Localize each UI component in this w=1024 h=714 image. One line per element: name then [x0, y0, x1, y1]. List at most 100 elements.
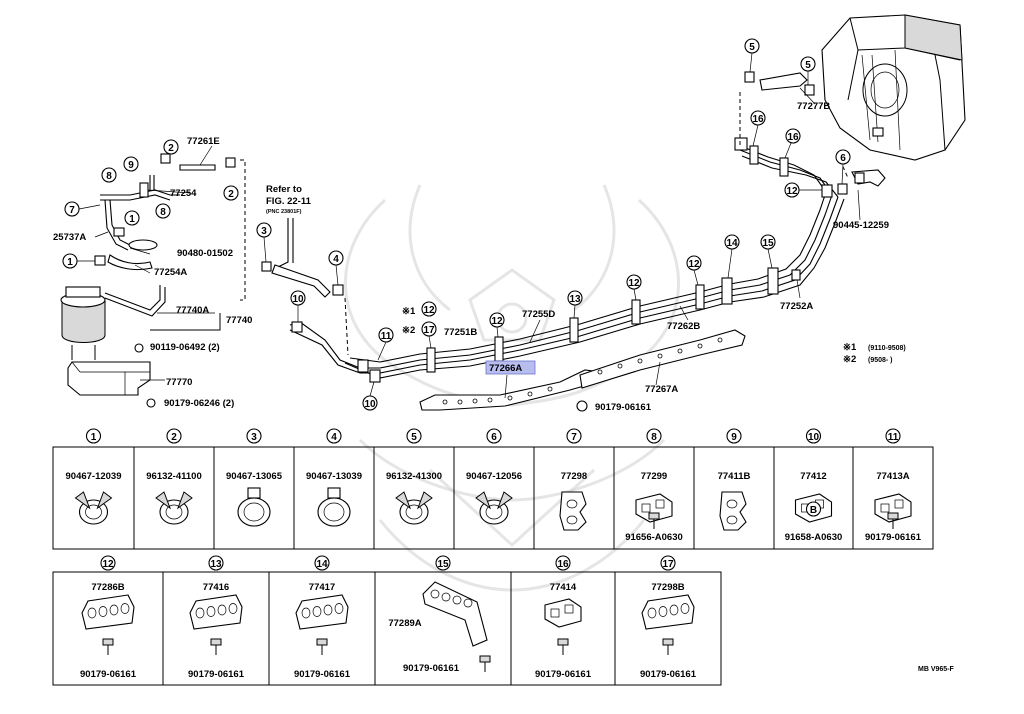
highlight-77266a	[485, 360, 536, 375]
label-90119-06492: 90119-06492 (2)	[150, 342, 220, 353]
protector-77267a	[579, 329, 746, 389]
table-cell-2: 2 96132-41100	[133, 428, 202, 549]
clamp-1-lower	[94, 255, 106, 266]
label-90179-06161-main: 90179-06161	[595, 402, 652, 413]
callout-1-left: 1	[62, 253, 78, 269]
charcoal-canister	[60, 286, 106, 360]
cell-part-1: 90467-12039	[66, 471, 122, 482]
label-77277b: 77277B	[797, 101, 830, 112]
cell-part-5: 96132-41300	[386, 471, 442, 482]
callout-cell-2: 2	[166, 428, 182, 444]
svg-text:17: 17	[423, 325, 435, 336]
cell-sub-17: 90179-06161	[640, 669, 697, 680]
clamp-4	[332, 284, 344, 296]
label-77252a: 77252A	[780, 301, 813, 312]
svg-text:5: 5	[805, 60, 811, 71]
svg-text:10: 10	[364, 399, 376, 410]
svg-text:4: 4	[331, 432, 337, 443]
cell-part-13: 77416	[203, 582, 229, 593]
callout-9: 9	[123, 156, 139, 172]
callout-cell-3: 3	[246, 428, 262, 444]
svg-text:16: 16	[752, 114, 764, 125]
cell-part-7: 77298	[561, 471, 587, 482]
svg-text:4: 4	[333, 254, 339, 265]
cell-part-4: 90467-13039	[306, 471, 362, 482]
svg-text:16: 16	[557, 559, 569, 570]
svg-text:8: 8	[106, 171, 112, 182]
callout-cell-5: 5	[406, 428, 422, 444]
svg-text:1: 1	[129, 214, 135, 225]
svg-text:8: 8	[160, 207, 166, 218]
clamp-2-upper	[160, 153, 171, 164]
bolt-90179-06246	[146, 398, 156, 408]
svg-text:14: 14	[726, 238, 738, 249]
table-cell-5: 5 96132-41300	[373, 428, 442, 549]
cell-part-14: 77417	[309, 582, 335, 593]
note-2-mark: ※2	[843, 354, 856, 365]
svg-text:10: 10	[808, 432, 820, 443]
callout-8-mid: 8	[155, 203, 171, 219]
callout-2-top: 2	[163, 139, 179, 155]
svg-text:7: 7	[69, 205, 75, 216]
bolt-90119	[134, 343, 144, 353]
svg-text:17: 17	[662, 559, 674, 570]
refer-line-2: FIG. 22-11	[266, 196, 312, 207]
cell-sub-11: 90179-06161	[865, 532, 922, 543]
callout-4: 4	[328, 250, 344, 266]
callout-cell-6: 6	[486, 428, 502, 444]
cell-sub-8: 91656-A0630	[625, 532, 683, 543]
label-77770: 77770	[166, 377, 192, 388]
table-row-2-frame	[52, 571, 722, 686]
table-cell-4: 4 90467-13039	[293, 428, 362, 549]
label-77255d: 77255D	[522, 309, 555, 320]
fuel-tank	[821, 14, 966, 161]
svg-text:2: 2	[228, 189, 234, 200]
svg-text:12: 12	[491, 316, 503, 327]
callout-5-b: 5	[800, 56, 816, 72]
note-1-text: (9110-9508)	[868, 345, 906, 352]
callout-16-b: 16	[785, 128, 801, 144]
cell-part-10: 77412	[800, 471, 826, 482]
label-star2: ※2	[402, 325, 415, 336]
callout-cell-14: 14	[314, 555, 330, 571]
callout-b: B	[805, 501, 822, 517]
callout-1-mid: 1	[124, 210, 140, 226]
protector-bracket	[419, 329, 746, 412]
svg-text:2: 2	[168, 143, 174, 154]
svg-text:6: 6	[491, 432, 497, 443]
clamp-1-upper	[113, 227, 125, 237]
callout-cell-9: 9	[726, 428, 742, 444]
cell-part-6: 90467-12056	[466, 471, 522, 482]
callout-cell-7: 7	[566, 428, 582, 444]
cell-sub-13: 90179-06161	[188, 669, 245, 680]
hose-77254a	[107, 254, 153, 271]
label-77267a: 77267A	[645, 384, 678, 395]
svg-text:7: 7	[571, 432, 577, 443]
callout-7: 7	[64, 201, 80, 217]
refer-line-1: Refer to	[266, 184, 302, 195]
callout-13: 13	[567, 290, 583, 306]
cell-part-11: 77413A	[876, 471, 909, 482]
svg-text:12: 12	[786, 186, 798, 197]
note-1-mark: ※1	[843, 342, 857, 353]
svg-text:3: 3	[261, 226, 267, 237]
clamp-11-main	[357, 359, 369, 373]
callout-12-b: 12	[489, 312, 505, 328]
label-77266a: 77266A	[489, 363, 522, 374]
table-cell-6: 6 90467-12056	[453, 428, 522, 549]
pipe-77261e	[179, 164, 216, 171]
cell-sub-10: 91658-A0630	[785, 532, 843, 543]
svg-text:10: 10	[292, 294, 304, 305]
clamp-10-upper	[291, 321, 303, 333]
svg-text:13: 13	[210, 559, 222, 570]
cell-part-2: 96132-41100	[146, 471, 201, 482]
clamp-5-a	[744, 71, 755, 83]
callout-10-upper: 10	[290, 290, 306, 306]
callout-5-a: 5	[744, 38, 760, 54]
